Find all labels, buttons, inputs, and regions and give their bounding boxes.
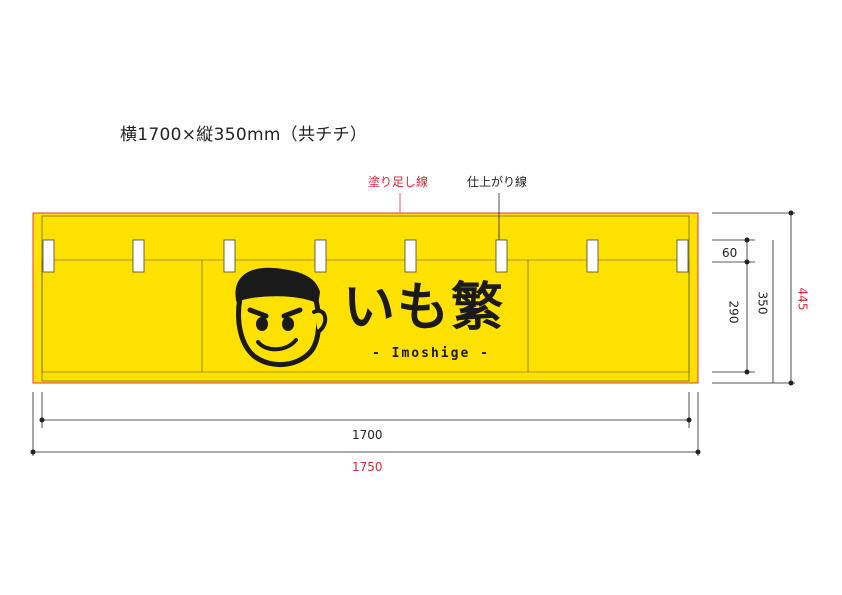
loop-tab <box>132 239 145 273</box>
loop-tab <box>586 239 599 273</box>
finish-height-label: 350 <box>755 291 770 315</box>
loop-tab <box>495 239 508 273</box>
bleed-width-label: 1750 <box>352 460 383 474</box>
logo-wordmark: いも繁 <box>343 278 506 338</box>
mascot-face-icon <box>235 267 328 368</box>
loop-tabs <box>42 239 689 273</box>
loop-tab <box>42 239 55 273</box>
bleed-line-label: 塗り足し線 <box>368 175 429 189</box>
loop-height-label: 60 <box>722 246 738 260</box>
bleed-height-label: 445 <box>795 287 810 311</box>
loop-tab <box>676 239 689 273</box>
loop-tab <box>404 239 417 273</box>
loop-tab <box>223 239 236 273</box>
finish-width-label: 1700 <box>352 428 383 442</box>
spec-title: 横1700×縦350mm（共チチ） <box>120 125 368 145</box>
panel-height-label: 290 <box>726 300 741 324</box>
finish-line-label: 仕上がり線 <box>467 175 528 189</box>
loop-tab <box>314 239 327 273</box>
logo-subtitle: - Imoshige - <box>372 346 490 361</box>
